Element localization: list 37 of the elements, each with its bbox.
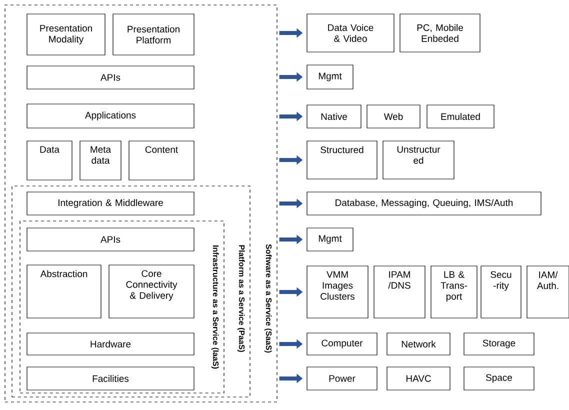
layer-box: Native (306, 104, 362, 128)
layer-box: Data (26, 140, 72, 180)
layer-box: Meta data (80, 140, 122, 180)
layer-box: LB & Trans- port (430, 266, 478, 318)
layer-box: Abstraction (26, 264, 102, 318)
dashed-frame (12, 186, 250, 398)
layer-box: Hardware (26, 332, 194, 356)
layer-box: Web (366, 104, 420, 128)
layer-box: Computer (306, 332, 378, 356)
layer-box: Emulated (426, 104, 494, 128)
layer-box: Presentation Platform (112, 14, 194, 56)
layer-box: Structured (306, 140, 378, 180)
dashed-frame (4, 4, 278, 402)
layer-box: VMM Images Clusters (306, 266, 368, 318)
layer-box: Unstructur ed (382, 140, 454, 180)
layer-box: Data Voice & Video (306, 14, 394, 52)
layer-box: IPAM /DNS (374, 266, 426, 318)
dashed-frame (20, 220, 224, 394)
layer-box: Database, Messaging, Queuing, IMS/Auth (306, 192, 542, 216)
layer-box: Presentation Modality (26, 14, 106, 56)
layer-box: HAVC (386, 366, 450, 390)
layer-box: APIs (26, 228, 194, 252)
layer-box: APIs (26, 66, 194, 90)
layer-box: Storage (464, 332, 534, 356)
layer-box: Facilities (26, 366, 194, 390)
layer-box: Applications (26, 104, 194, 128)
layer-box: Power (306, 366, 378, 390)
layer-box: Core Connectivity & Delivery (108, 264, 194, 318)
layer-box: Integration & Middleware (26, 192, 194, 216)
layer-box: Mgmt (306, 228, 354, 252)
layer-box: Space (464, 366, 534, 390)
layer-box: Network (386, 332, 450, 356)
layer-box: PC, Mobile Enbeded (400, 14, 480, 52)
layer-box: Mgmt (306, 64, 354, 90)
layer-box: IAM/ Auth. (526, 266, 569, 318)
layer-box: Secu -rity (480, 266, 522, 318)
layer-box: Content (128, 140, 194, 180)
